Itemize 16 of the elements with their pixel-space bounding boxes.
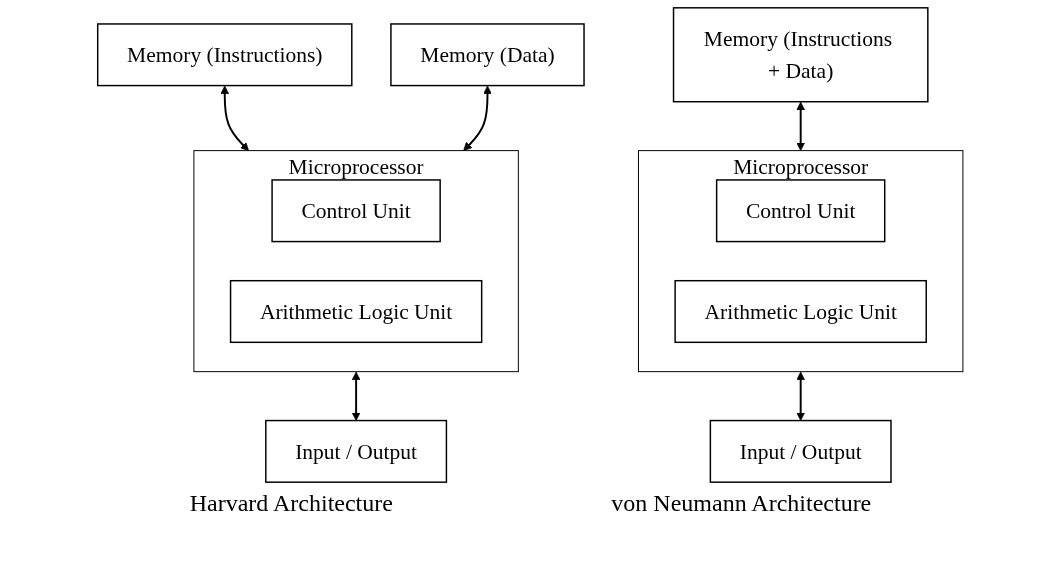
node-box: Input / Output bbox=[265, 419, 448, 483]
diagram-caption: Harvard Architecture bbox=[189, 490, 393, 517]
arrow bbox=[796, 371, 806, 421]
node-box: Control Unit bbox=[271, 179, 442, 243]
node-box: Input / Output bbox=[709, 419, 892, 483]
arrow bbox=[220, 85, 250, 151]
node-box: Memory (Instructions) bbox=[97, 23, 353, 87]
diagram-caption: von Neumann Architecture bbox=[611, 490, 872, 517]
node-box: Control Unit bbox=[716, 179, 886, 243]
arrow bbox=[463, 85, 492, 151]
node-box: Arithmetic Logic Unit bbox=[674, 279, 928, 344]
node-box: Arithmetic Logic Unit bbox=[230, 279, 483, 344]
node-box: Memory (Instructions + Data) bbox=[673, 7, 929, 103]
arrow bbox=[796, 101, 806, 151]
node-box: Memory (Data) bbox=[390, 23, 585, 87]
arrow bbox=[352, 371, 361, 421]
